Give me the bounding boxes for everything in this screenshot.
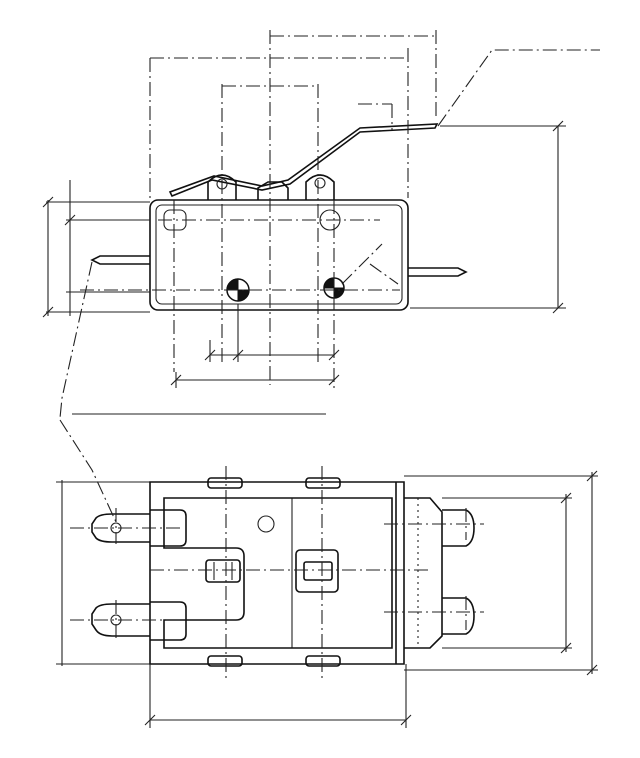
right-pivot-boss <box>305 174 335 200</box>
plunger <box>257 181 289 200</box>
side-view <box>42 30 600 419</box>
right-tab-top <box>442 509 475 547</box>
terminal-slot-bottom <box>150 601 187 641</box>
pivot-pad-top-right <box>305 477 341 489</box>
plunger-square <box>295 549 339 593</box>
pivot-pad-bottom-left <box>207 655 243 667</box>
switch-body-inner-outline <box>155 204 403 305</box>
contact-right-icon <box>323 277 345 299</box>
pivot-pad-top-left <box>207 477 243 489</box>
terminal-slot-top <box>150 509 187 547</box>
inner-housing <box>163 497 393 649</box>
actuator-lever <box>168 123 439 198</box>
switch-body-outline <box>149 199 409 311</box>
top-view <box>56 419 598 728</box>
terminal-left <box>90 255 150 265</box>
quick-connect-tab-bottom <box>91 603 150 637</box>
pin-left <box>205 559 241 583</box>
pivot-pad-bottom-right <box>305 655 341 667</box>
right-tab-bottom <box>442 597 475 635</box>
right-pivot-pin-icon <box>314 177 326 189</box>
quick-connect-tab-top <box>91 513 150 543</box>
mounting-hole-icon <box>257 515 275 533</box>
body-outline <box>149 481 405 665</box>
plunger-housing <box>404 497 443 649</box>
terminal-right <box>408 267 468 277</box>
